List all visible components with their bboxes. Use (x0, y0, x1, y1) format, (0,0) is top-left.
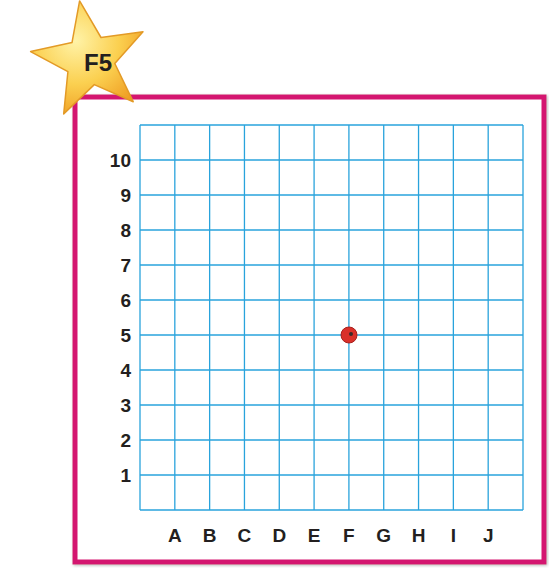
plotted-point (341, 327, 357, 343)
column-letter: B (203, 526, 217, 545)
grid-line (140, 159, 523, 160)
coordinate-grid (140, 125, 523, 510)
badge-label: F5 (84, 51, 112, 75)
row-number: 9 (120, 186, 131, 205)
column-letter: D (272, 526, 286, 545)
row-number: 2 (120, 431, 131, 450)
grid-line (488, 125, 489, 510)
row-number: 10 (110, 151, 131, 170)
pink-frame (75, 97, 544, 562)
row-number: 4 (120, 361, 131, 380)
point-highlight (349, 332, 353, 336)
grid-line (140, 334, 523, 335)
column-letter: J (483, 526, 494, 545)
grid-line (140, 194, 523, 195)
row-number: 6 (120, 291, 131, 310)
row-number: 7 (120, 256, 131, 275)
star-badge: F5 (18, 0, 158, 118)
grid-line (383, 125, 384, 510)
grid-line (209, 125, 210, 510)
row-number: 3 (120, 396, 131, 415)
column-letter: E (308, 526, 321, 545)
grid-line (418, 125, 419, 510)
column-letter: G (376, 526, 391, 545)
grid-line (140, 509, 523, 510)
grid-line (140, 474, 523, 475)
column-letter: I (451, 526, 456, 545)
grid-line (140, 229, 523, 230)
row-number: 5 (120, 326, 131, 345)
star-outline (31, 1, 143, 114)
grid-line (313, 125, 314, 510)
column-letter: F (343, 526, 355, 545)
row-number: 1 (120, 466, 131, 485)
grid-line (140, 439, 523, 440)
column-letter: H (412, 526, 426, 545)
grid-line (140, 404, 523, 405)
column-letter: C (238, 526, 252, 545)
grid-line (522, 125, 523, 510)
grid-line (244, 125, 245, 510)
grid-line (174, 125, 175, 510)
grid-line (140, 369, 523, 370)
row-number: 8 (120, 221, 131, 240)
grid-line (140, 299, 523, 300)
grid-line (139, 125, 140, 510)
grid-line (140, 124, 523, 125)
grid-line (453, 125, 454, 510)
grid-line (279, 125, 280, 510)
column-letter: A (168, 526, 182, 545)
grid-line (140, 264, 523, 265)
grid-line (348, 125, 349, 510)
